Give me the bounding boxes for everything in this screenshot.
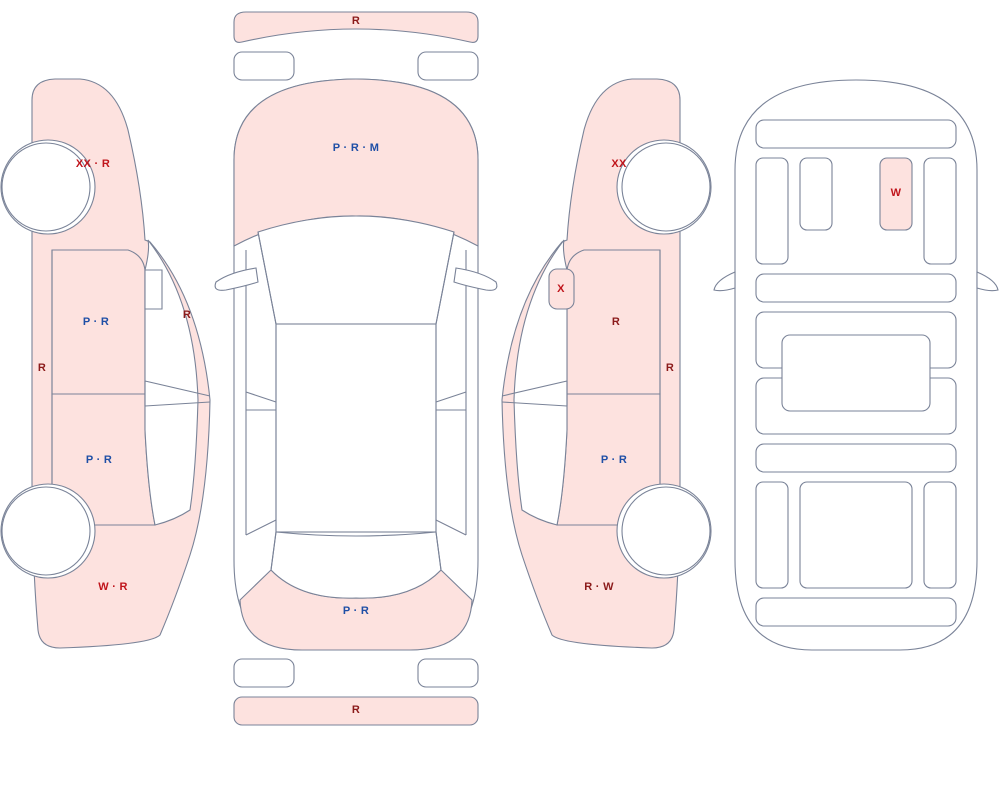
front-bumper-code: R [352, 15, 360, 27]
right-rear-wheel [621, 486, 711, 576]
rear-right-light [417, 658, 479, 688]
front-right-panel [923, 157, 957, 265]
rear-glass [270, 531, 442, 599]
interior-right-mirror [976, 271, 999, 292]
rear-bench [799, 481, 913, 589]
rear-left-light [233, 658, 295, 688]
right-mirror[interactable] [548, 268, 575, 310]
right-rear-door-code: P · R [601, 454, 627, 466]
right-front-fender-code: XX [611, 158, 627, 170]
rear-right-panel [923, 481, 957, 589]
interior-view [713, 79, 999, 651]
front-left-panel [755, 157, 789, 265]
left-window-area [144, 239, 199, 526]
rear-bumper[interactable] [233, 696, 479, 726]
front-right-light [417, 51, 479, 81]
interior-left-mirror [713, 271, 736, 292]
left-rocker-code: R [38, 362, 46, 374]
left-front-door-code: P · R [83, 316, 109, 328]
left-a-pillar-code: R [183, 309, 191, 321]
top-left-mirror [214, 267, 259, 291]
rear-pillar-lines [245, 519, 467, 536]
left-front-fender-code: XX · R [76, 158, 110, 170]
cargo-area [755, 597, 957, 627]
b-pillar-lines [245, 391, 467, 411]
left-a-pillar-line [257, 231, 277, 571]
right-a-pillar-line [435, 231, 455, 571]
left-rear-door-code: P · R [86, 454, 112, 466]
middle-row-bench [781, 334, 931, 412]
right-mirror-code: X [557, 283, 565, 295]
rear-left-panel [755, 481, 789, 589]
front-bumper[interactable] [233, 11, 479, 43]
trunk-lid-code: P · R [343, 605, 369, 617]
left-front-wheel [1, 142, 91, 232]
left-side-view [0, 78, 211, 649]
roof [275, 323, 437, 533]
dashboard [755, 119, 957, 149]
right-window-area [513, 239, 568, 526]
top-right-mirror [453, 267, 498, 291]
front-right-seat[interactable] [879, 157, 913, 231]
interior-front-right-code: W [891, 187, 902, 199]
windshield [257, 215, 455, 325]
left-rear-quarter-code: W · R [98, 581, 128, 593]
right-b-pillar [501, 380, 568, 407]
rear-bumper-code: R [352, 704, 360, 716]
front-left-light [233, 51, 295, 81]
left-rear-wheel [1, 486, 91, 576]
right-rocker-code: R [666, 362, 674, 374]
right-rear-quarter-code: R · W [584, 581, 614, 593]
right-side-view [501, 78, 712, 649]
front-left-seat [799, 157, 833, 231]
center-console [755, 273, 957, 303]
left-mirror-notch [144, 269, 163, 310]
top-view [214, 11, 498, 726]
right-front-wheel [621, 142, 711, 232]
hood-code: P · R · M [333, 142, 380, 154]
right-front-door-code: R [612, 316, 620, 328]
left-b-pillar [144, 380, 211, 407]
rear-divider [755, 443, 957, 473]
